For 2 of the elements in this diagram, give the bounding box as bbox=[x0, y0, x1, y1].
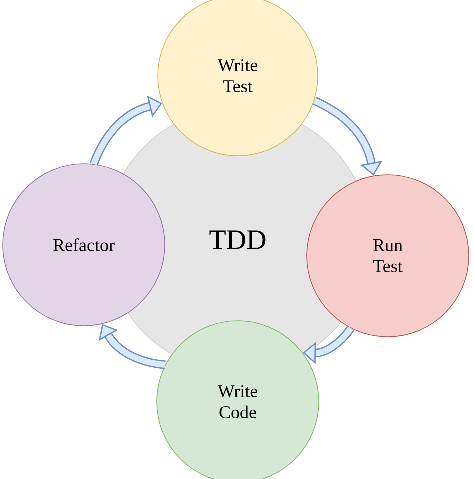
curved-arrow bbox=[90, 96, 162, 166]
curved-arrow bbox=[303, 326, 354, 364]
